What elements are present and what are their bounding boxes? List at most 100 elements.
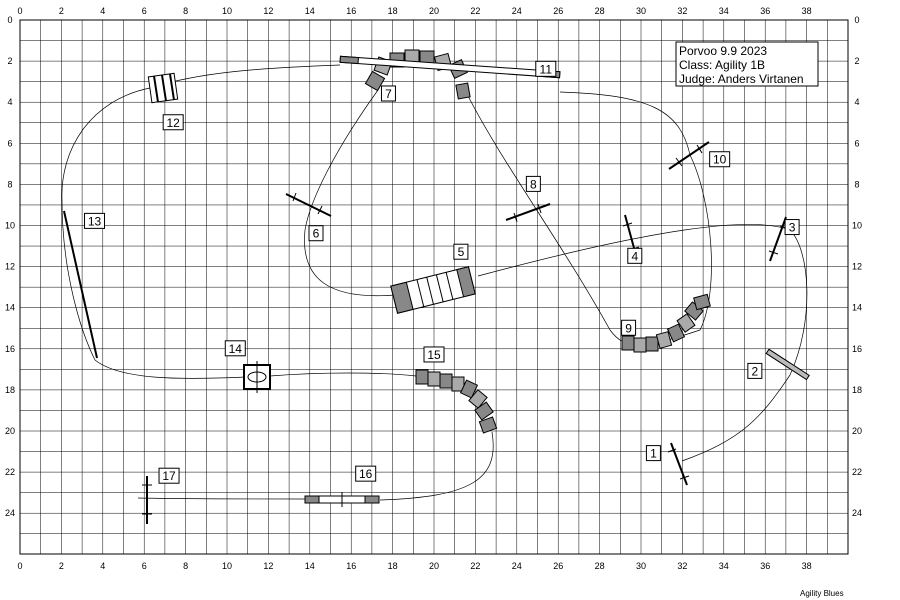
y-tick-label-left: 24 [5,508,15,518]
info-judge: Judge: Anders Virtanen [679,72,804,86]
y-tick-label-right: 22 [852,467,862,477]
x-tick-label-bottom: 14 [305,561,315,571]
obstacle-number-box [645,445,661,462]
info-box: Porvoo 9.9 2023 Class: Agility 1B Judge:… [675,41,819,87]
y-tick-label-left: 18 [5,385,15,395]
y-tick-label-left: 8 [7,179,12,189]
x-tick-label-bottom: 18 [388,561,398,571]
x-tick-label-bottom: 10 [222,561,232,571]
info-event: Porvoo 9.9 2023 [679,44,767,58]
y-tick-label-right: 2 [854,56,859,66]
x-tick-label-top: 34 [719,6,729,16]
obstacle-number-16: 16 [359,467,373,481]
jump-obstacle-17 [142,476,152,524]
jump-obstacle-12 [147,72,179,104]
obstacle-number-box [709,151,731,168]
x-tick-label-bottom: 8 [183,561,188,571]
x-tick-label-bottom: 32 [677,561,687,571]
jump-obstacle-8 [505,203,551,223]
x-tick-label-bottom: 24 [512,561,522,571]
obstacle-number-4: 4 [631,249,638,263]
x-tick-label-bottom: 4 [100,561,105,571]
obstacle-number-box [162,114,184,131]
x-tick-label-bottom: 12 [263,561,273,571]
obstacle-number-12: 12 [167,116,181,130]
path-line [304,89,396,297]
y-tick-label-left: 2 [7,56,12,66]
obstacle-number-box [224,340,246,357]
y-tick-label-left: 4 [7,97,12,107]
obstacle-number-box [423,346,445,363]
obstacle-number-box [158,467,180,484]
y-tick-label-left: 22 [5,467,15,477]
tunnel-obstacle-5 [390,266,476,314]
axis-labels: 0022446688101012121414161618182020222224… [5,6,862,571]
x-tick-label-top: 10 [222,6,232,16]
obstacle-number-box [747,362,763,379]
y-tick-label-right: 8 [854,179,859,189]
x-tick-label-bottom: 0 [17,561,22,571]
y-tick-label-right: 10 [852,221,862,231]
obstacle-number-box [525,175,541,192]
y-tick-label-right: 20 [852,426,862,436]
obstacle-number-2: 2 [752,364,759,378]
obstacle-number-13: 13 [88,214,102,228]
table-obstacle-14 [243,361,271,393]
obstacle-number-3: 3 [789,221,796,235]
obstacle-number-box [84,212,106,229]
x-tick-label-top: 36 [760,6,770,16]
x-tick-label-top: 14 [305,6,315,16]
obstacle-number-14: 14 [229,342,243,356]
x-tick-label-bottom: 22 [470,561,480,571]
jump-obstacle-6 [285,192,332,217]
x-tick-label-bottom: 20 [429,561,439,571]
obstacle-number-8: 8 [530,177,537,191]
y-tick-label-left: 20 [5,426,15,436]
obstacle-number-box [535,60,557,77]
obstacle-number-box [627,247,643,264]
y-tick-label-left: 6 [7,138,12,148]
obstacle-number-6: 6 [313,227,320,241]
obstacle-number-5: 5 [458,245,465,259]
y-tick-label-right: 6 [854,138,859,148]
path-line [149,64,341,89]
y-tick-label-left: 10 [5,221,15,231]
tunnel-obstacle-15 [415,369,498,434]
x-tick-label-bottom: 26 [553,561,563,571]
jump-obstacle-1 [667,442,690,486]
obstacle-number-7: 7 [385,87,392,101]
x-tick-label-top: 24 [512,6,522,16]
y-tick-label-right: 16 [852,344,862,354]
x-tick-label-top: 20 [429,6,439,16]
obstacle-number-9: 9 [625,321,632,335]
credit-text: Agility Blues [800,589,844,598]
x-tick-label-bottom: 6 [142,561,147,571]
tunnel-obstacle-9 [621,293,711,353]
obstacle-number-15: 15 [427,348,441,362]
y-tick-label-left: 12 [5,262,15,272]
x-tick-label-top: 12 [263,6,273,16]
x-tick-label-top: 2 [59,6,64,16]
x-tick-label-top: 28 [595,6,605,16]
obstacle-number-box [308,225,324,242]
obstacle-number-10: 10 [713,153,727,167]
x-tick-label-top: 0 [17,6,22,16]
x-tick-label-bottom: 36 [760,561,770,571]
jump-obstacle-10 [668,141,710,170]
path-line [464,89,712,346]
path-line [379,431,494,501]
y-tick-label-right: 14 [852,303,862,313]
x-tick-label-top: 22 [470,6,480,16]
obstacle-number-box [355,465,377,482]
x-tick-label-top: 6 [142,6,147,16]
y-tick-label-right: 18 [852,385,862,395]
path-line [269,372,417,377]
x-tick-label-bottom: 38 [802,561,812,571]
x-tick-label-top: 8 [183,6,188,16]
y-tick-label-right: 12 [852,262,862,272]
x-tick-label-bottom: 28 [595,561,605,571]
info-class: Class: Agility 1B [679,58,765,72]
y-tick-label-left: 14 [5,303,15,313]
y-tick-label-left: 16 [5,344,15,354]
